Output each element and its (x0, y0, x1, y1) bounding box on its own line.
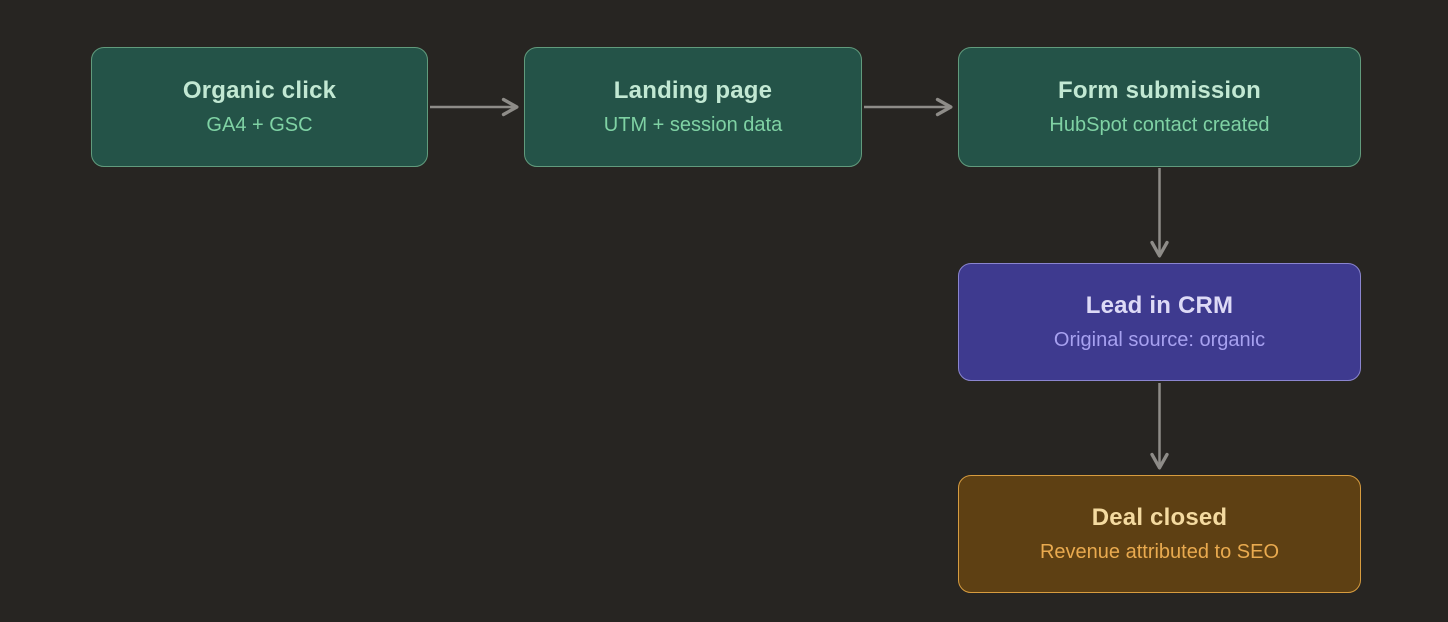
node-deal-closed-subtitle: Revenue attributed to SEO (1039, 540, 1280, 563)
node-organic-click-subtitle: GA4 + GSC (206, 113, 313, 136)
node-landing-page-title: Landing page (613, 77, 773, 105)
node-lead-in-crm-subtitle: Original source: organic (1053, 328, 1266, 351)
node-landing-page: Landing page UTM + session data (524, 47, 862, 167)
node-organic-click: Organic click GA4 + GSC (91, 47, 428, 167)
node-deal-closed: Deal closed Revenue attributed to SEO (958, 475, 1361, 593)
node-form-submission-subtitle: HubSpot contact created (1049, 113, 1270, 136)
node-lead-in-crm: Lead in CRM Original source: organic (958, 263, 1361, 381)
node-form-submission-title: Form submission (1057, 77, 1262, 105)
node-landing-page-subtitle: UTM + session data (603, 113, 783, 136)
node-organic-click-title: Organic click (182, 77, 337, 105)
node-deal-closed-title: Deal closed (1091, 504, 1228, 532)
node-lead-in-crm-title: Lead in CRM (1085, 292, 1234, 320)
node-form-submission: Form submission HubSpot contact created (958, 47, 1361, 167)
